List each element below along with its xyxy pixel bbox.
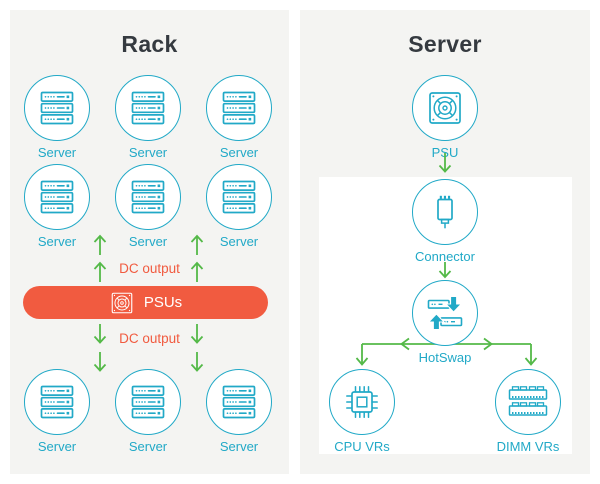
psus-bar: PSUs <box>23 286 268 319</box>
server-node-label: Server <box>219 145 259 160</box>
down-arrow-icon <box>91 351 109 375</box>
rack-panel: Rack Server Server Server Server Server … <box>10 10 289 474</box>
server-node-label: Server <box>219 234 259 249</box>
cpu-vrs-node: CPU VRs <box>329 369 395 453</box>
server-rack-icon <box>219 88 259 128</box>
dimm-vrs-node-label: DIMM VRs <box>496 439 560 454</box>
rack-server-node: Server <box>24 369 90 453</box>
psu-fan-icon <box>109 290 135 316</box>
dimm-vrs-node: DIMM VRs <box>495 369 561 453</box>
dc-output-label-top: DC output <box>119 261 180 276</box>
server-rack-icon <box>219 177 259 217</box>
server-panel: Server PSU Connector <box>300 10 590 474</box>
cpu-vrs-node-label: CPU VRs <box>334 439 390 454</box>
connector-node: Connector <box>412 179 478 263</box>
rack-server-node: Server <box>24 75 90 159</box>
server-rack-icon <box>128 382 168 422</box>
server-rack-icon <box>37 177 77 217</box>
server-node-label: Server <box>37 145 77 160</box>
server-rack-icon <box>128 88 168 128</box>
hotswap-swap-icon <box>425 293 465 333</box>
down-arrow-icon <box>436 152 454 176</box>
rack-server-node: Server <box>24 164 90 248</box>
dimm-memory-icon <box>506 382 550 422</box>
hotswap-node: HotSwap <box>412 280 478 364</box>
up-arrow-icon <box>91 232 109 256</box>
rack-server-node: Server <box>206 75 272 159</box>
server-rack-icon <box>128 177 168 217</box>
rack-server-node: Server <box>115 369 181 453</box>
psu-fan-icon <box>425 88 465 128</box>
rack-panel-title: Rack <box>121 31 178 57</box>
server-rack-icon <box>37 88 77 128</box>
rack-server-node: Server <box>115 75 181 159</box>
psu-node-label: PSU <box>431 145 459 160</box>
connector-plug-icon <box>425 192 465 232</box>
server-panel-title: Server <box>408 31 482 57</box>
server-node-label: Server <box>128 234 168 249</box>
rack-server-node: Server <box>206 369 272 453</box>
hotswap-node-label: HotSwap <box>418 350 472 365</box>
rack-server-node: Server <box>206 164 272 248</box>
cpu-chip-icon <box>342 382 382 422</box>
server-node-label: Server <box>128 145 168 160</box>
server-node-label: Server <box>128 439 168 454</box>
server-node-label: Server <box>219 439 259 454</box>
up-arrow-icon <box>188 232 206 256</box>
rack-server-node: Server <box>115 164 181 248</box>
server-rack-icon <box>37 382 77 422</box>
server-rack-icon <box>219 382 259 422</box>
server-node-label: Server <box>37 234 77 249</box>
down-arrow-icon <box>436 261 454 281</box>
psus-bar-label: PSUs <box>143 294 183 311</box>
dc-output-label-bottom: DC output <box>119 331 180 346</box>
server-node-label: Server <box>37 439 77 454</box>
down-arrow-icon <box>188 351 206 375</box>
connector-node-label: Connector <box>415 249 475 264</box>
psu-node: PSU <box>412 75 478 159</box>
